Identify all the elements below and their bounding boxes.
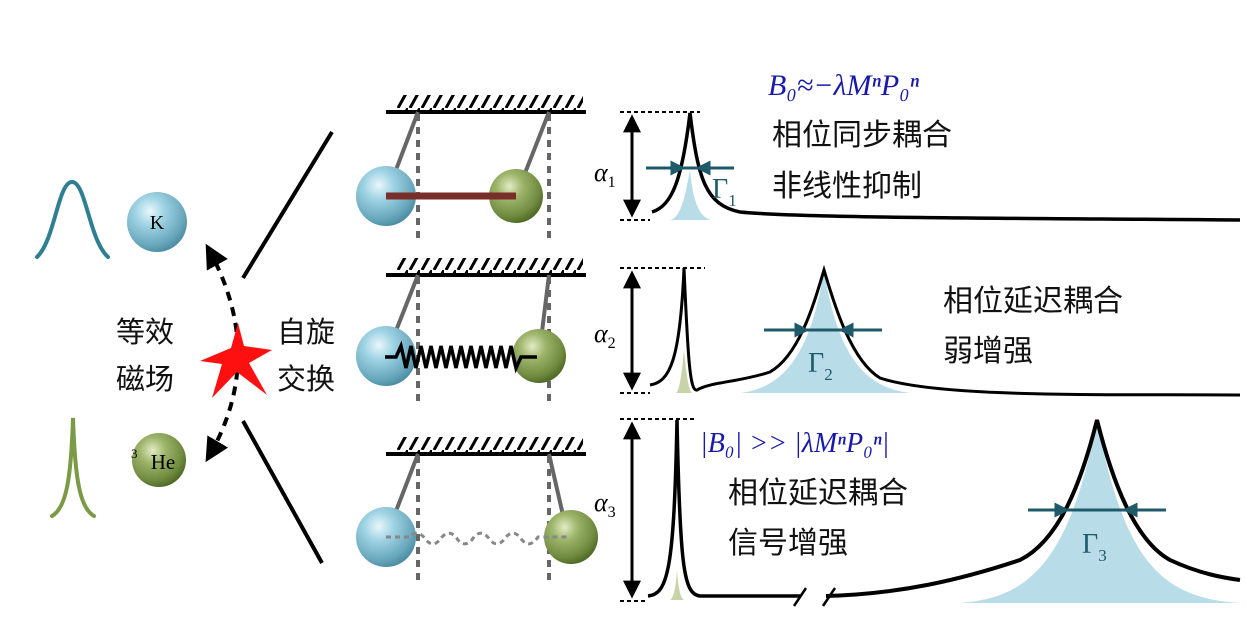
spin-exchange-label-1: 自旋 [277,315,335,349]
spectrum-panel-3: α3 Γ3 |B₀| >> |λMⁿP₀ⁿ| 相位延迟耦合 信号增强 [594,418,1241,607]
pendulum-panel-2 [356,258,586,405]
panel1-description-1: 相位同步耦合 [772,118,952,153]
k-atom: K [127,192,187,252]
he-resonance-curve [50,417,96,518]
effective-field-label-1: 等效 [116,315,174,349]
branch-line-upper [241,130,334,280]
panel3-description-1: 相位延迟耦合 [728,476,908,511]
axis-break-mark [821,587,837,607]
alpha3-symbol: α3 [594,488,616,521]
effective-field-label-2: 磁场 [116,362,174,396]
he-pendulum-bob [512,329,566,383]
he-pendulum-bob [544,510,598,564]
he3-atom: 3 He [131,433,186,487]
spectrum-curve [647,419,800,598]
spectrum-panel-2: α2 Γ2 相位延迟耦合 弱增强 [594,264,1241,397]
he3-atom-label: He [151,450,176,474]
alpha1-symbol: α1 [594,158,616,191]
formula-strong-field: |B₀| >> |λMⁿP₀ⁿ| [700,428,889,459]
star-icon [200,323,272,398]
panel2-description-1: 相位延迟耦合 [943,284,1123,319]
k-resonance-curve [35,179,110,259]
spring-coupling [385,340,537,374]
formula-phase-sync: B₀≈−λMⁿP₀ⁿ [768,69,920,102]
he3-mass-number: 3 [131,446,138,461]
spectrum-curve [649,264,1241,397]
panel1-description-2: 非线性抑制 [772,169,922,204]
ceiling-hatch [397,437,583,453]
spin-exchange-label-2: 交换 [277,362,335,396]
gamma3-symbol: Γ3 [1082,529,1107,565]
ceiling-hatch [397,258,583,274]
interaction-dashed-arrow [205,243,240,463]
spectrum-panel-1: α1 Γ1 B₀≈−λMⁿP₀ⁿ 相位同步耦合 非线性抑制 [594,69,1241,222]
weak-spring-coupling [386,531,570,546]
he-peak-fill [670,170,712,220]
panel3-description-2: 信号增强 [728,526,848,561]
panel2-description-2: 弱增强 [943,334,1033,369]
gamma1-symbol: Γ1 [712,174,737,210]
gamma2-symbol: Γ2 [808,348,833,384]
ceiling-hatch [397,95,583,111]
k-atom-label: K [150,212,165,234]
he-peak-fill [676,350,692,393]
he-peak-fill [670,570,684,600]
alpha2-symbol: α2 [594,319,616,352]
pendulum-panel-1 [356,95,586,240]
pendulum-panel-3 [356,437,598,585]
spectrum-curve-broad [825,419,1241,598]
branch-line-lower [241,420,324,564]
axis-break-mark [792,587,808,607]
